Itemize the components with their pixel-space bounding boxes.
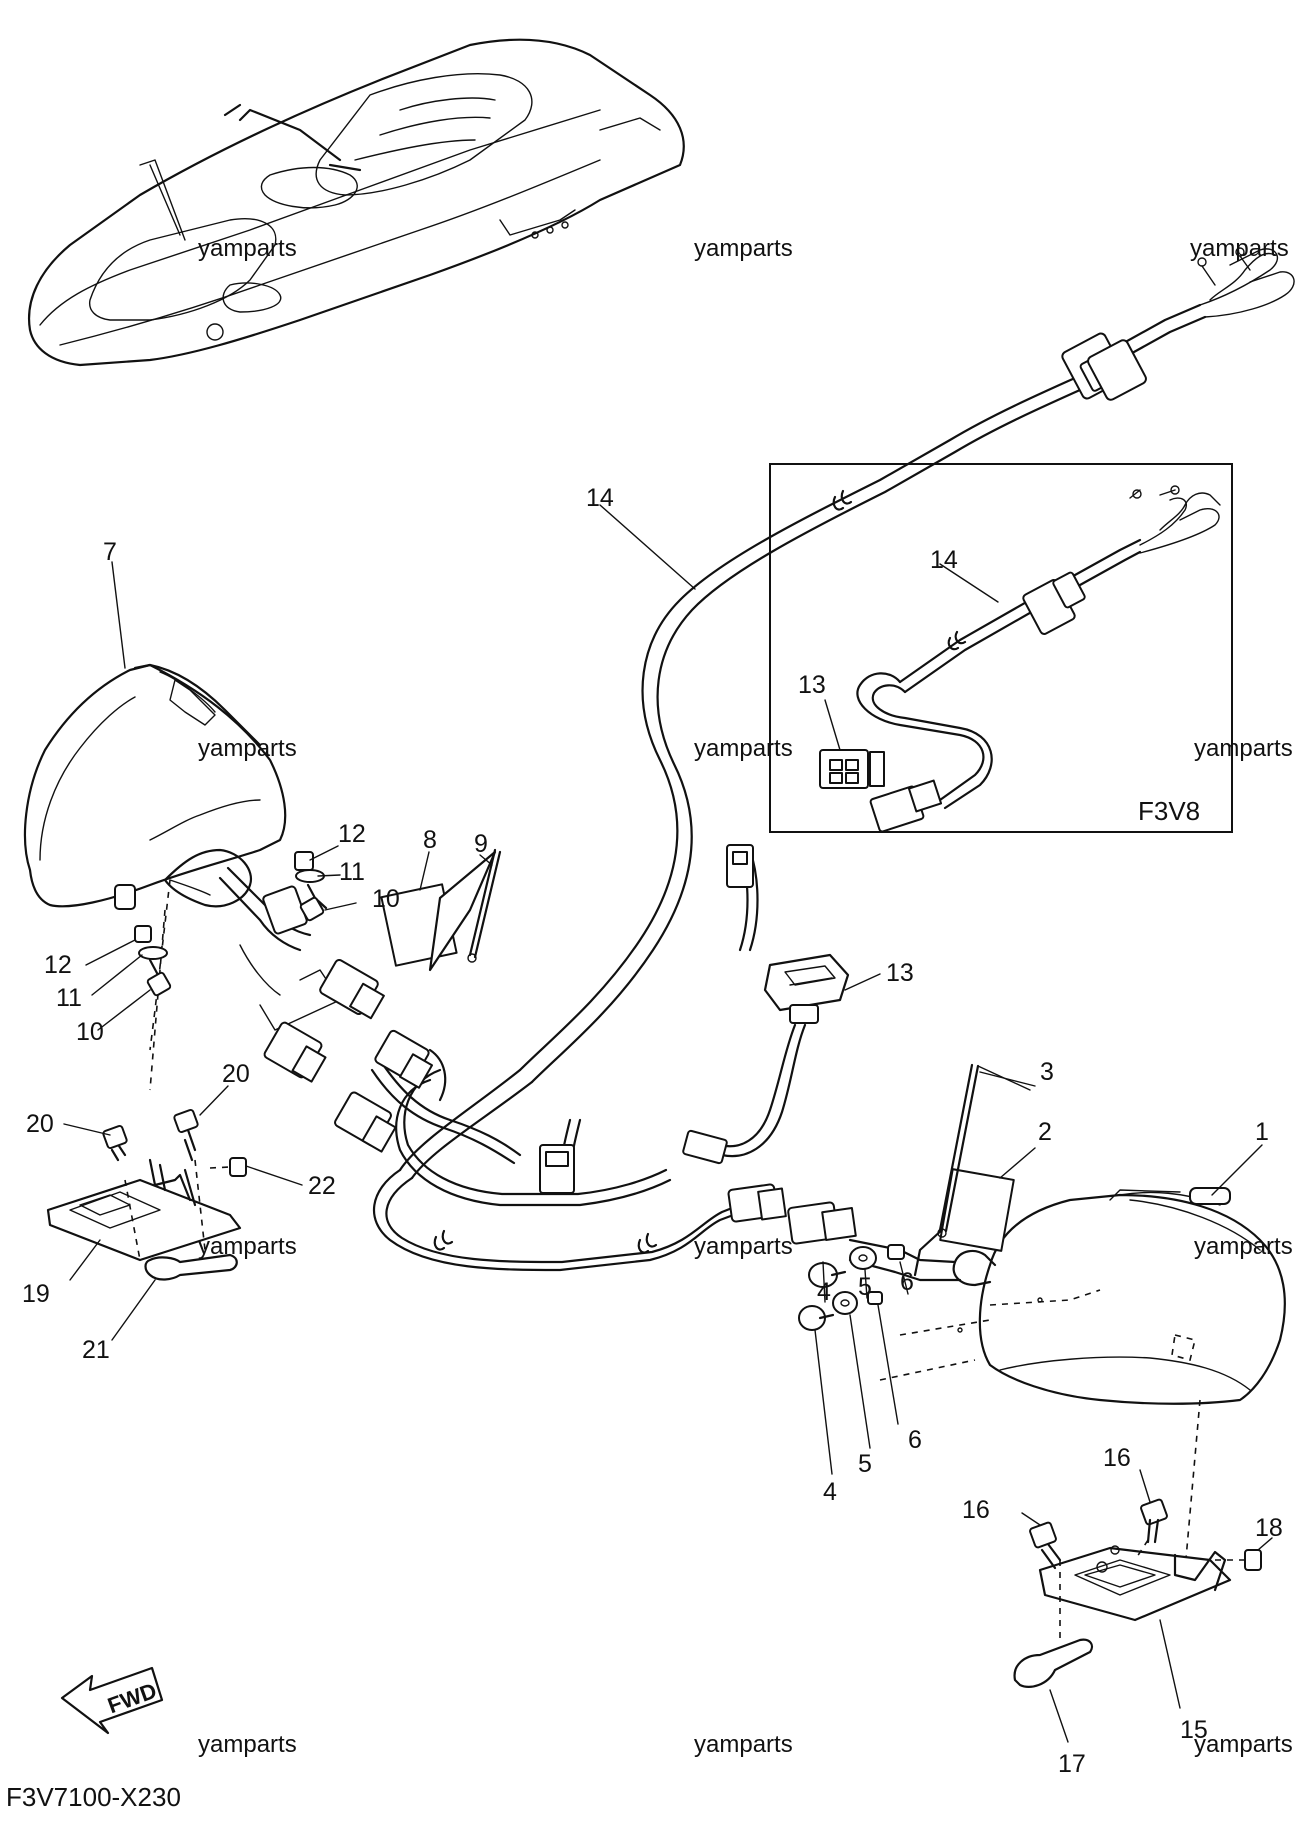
bolt-20-left bbox=[102, 1124, 128, 1150]
callout-2: 2 bbox=[1038, 1118, 1052, 1146]
callout-12-upper: 12 bbox=[338, 820, 366, 848]
callout-21: 21 bbox=[82, 1336, 110, 1364]
grommet-12-upper bbox=[294, 851, 314, 871]
callout-19: 19 bbox=[22, 1280, 50, 1308]
collar-6-upper bbox=[887, 1244, 905, 1260]
plate-21 bbox=[144, 1253, 238, 1281]
callout-15: 15 bbox=[1180, 1716, 1208, 1744]
callout-7: 7 bbox=[103, 538, 117, 566]
callout-1: 1 bbox=[1255, 1118, 1269, 1146]
callout-14-inset: 14 bbox=[930, 546, 958, 574]
sheet-part-2 bbox=[939, 1168, 1015, 1252]
grommet-4-lower bbox=[798, 1305, 826, 1331]
watermark: yamparts bbox=[694, 235, 793, 262]
callout-17: 17 bbox=[1058, 1750, 1086, 1778]
callout-numbers: 1 2 3 4 4 5 5 6 6 7 8 9 10 10 11 11 12 1… bbox=[22, 484, 1283, 1778]
right-meter-assembly bbox=[848, 1187, 1286, 1571]
callout-10-lower: 10 bbox=[76, 1018, 104, 1046]
callout-16-left: 16 bbox=[962, 1496, 990, 1524]
screw-10-upper bbox=[299, 896, 325, 922]
plate-17 bbox=[1013, 1638, 1094, 1688]
watermark: yamparts bbox=[694, 735, 793, 762]
callout-20-right: 20 bbox=[222, 1060, 250, 1088]
main-wire-harness bbox=[239, 247, 1295, 1272]
forward-direction-arrow: FWD bbox=[60, 1666, 164, 1735]
callout-9: 9 bbox=[474, 830, 488, 858]
callout-13-inset: 13 bbox=[798, 671, 826, 699]
callout-22: 22 bbox=[308, 1172, 336, 1200]
callout-13-main: 13 bbox=[886, 959, 914, 987]
watermark: yamparts bbox=[1190, 235, 1289, 262]
callout-4-lower: 4 bbox=[823, 1478, 837, 1506]
washer-5-lower bbox=[832, 1291, 858, 1315]
left-meter-assembly bbox=[23, 663, 312, 1091]
left-bracket-assembly bbox=[46, 1108, 247, 1281]
watermark: yamparts bbox=[1194, 1731, 1293, 1758]
inset-box-f3v8 bbox=[769, 463, 1233, 833]
bolt-16-right bbox=[1140, 1498, 1168, 1526]
watermark: yamparts bbox=[198, 1731, 297, 1758]
clip-18 bbox=[1244, 1549, 1262, 1571]
clip-22 bbox=[229, 1157, 247, 1177]
watercraft-overview-illustration bbox=[28, 38, 685, 367]
mount-hardware-4-5-6 bbox=[798, 1244, 905, 1331]
callout-5-upper: 5 bbox=[858, 1273, 872, 1301]
harness-connectors bbox=[263, 844, 857, 1245]
small-parts-right bbox=[937, 1063, 1031, 1252]
callout-18: 18 bbox=[1255, 1514, 1283, 1542]
leader-lines bbox=[63, 504, 1273, 1743]
inset-code-label: F3V8 bbox=[1138, 796, 1200, 826]
document-code: F3V7100-X230 bbox=[6, 1782, 181, 1812]
watermarks: yamparts yamparts yamparts yamparts yamp… bbox=[198, 235, 1293, 1758]
watermark: yamparts bbox=[694, 1731, 793, 1758]
collar-6-lower bbox=[867, 1291, 883, 1305]
screw-10-lower bbox=[146, 971, 172, 997]
callout-10-upper: 10 bbox=[372, 885, 400, 913]
bolt-20-right bbox=[173, 1108, 199, 1134]
callout-6-upper: 6 bbox=[900, 1268, 914, 1296]
callout-4-upper: 4 bbox=[817, 1278, 831, 1306]
small-parts-left bbox=[134, 848, 502, 997]
inset-connector-13 bbox=[819, 749, 869, 789]
switch-13-assembly bbox=[682, 953, 850, 1165]
callout-14-main: 14 bbox=[586, 484, 614, 512]
grommet-12-lower bbox=[134, 925, 152, 943]
callout-8: 8 bbox=[423, 826, 437, 854]
bolt-16-left bbox=[1029, 1521, 1057, 1549]
right-bracket-assembly bbox=[1013, 1498, 1262, 1688]
watermark: yamparts bbox=[198, 235, 297, 262]
callout-11-upper: 11 bbox=[339, 858, 365, 886]
watermark: yamparts bbox=[1194, 1233, 1293, 1260]
callout-12-lower: 12 bbox=[44, 951, 72, 979]
callout-20-left: 20 bbox=[26, 1110, 54, 1138]
watermark: yamparts bbox=[198, 735, 297, 762]
callout-3: 3 bbox=[1040, 1058, 1054, 1086]
callout-6-lower: 6 bbox=[908, 1426, 922, 1454]
watermark: yamparts bbox=[1194, 735, 1293, 762]
washer-5-upper bbox=[849, 1246, 877, 1270]
callout-16-right: 16 bbox=[1103, 1444, 1131, 1472]
watermark: yamparts bbox=[694, 1233, 793, 1260]
callout-5-lower: 5 bbox=[858, 1450, 872, 1478]
callout-11-lower: 11 bbox=[56, 984, 82, 1012]
washer-11-lower bbox=[138, 946, 168, 960]
watermark: yamparts bbox=[198, 1233, 297, 1260]
